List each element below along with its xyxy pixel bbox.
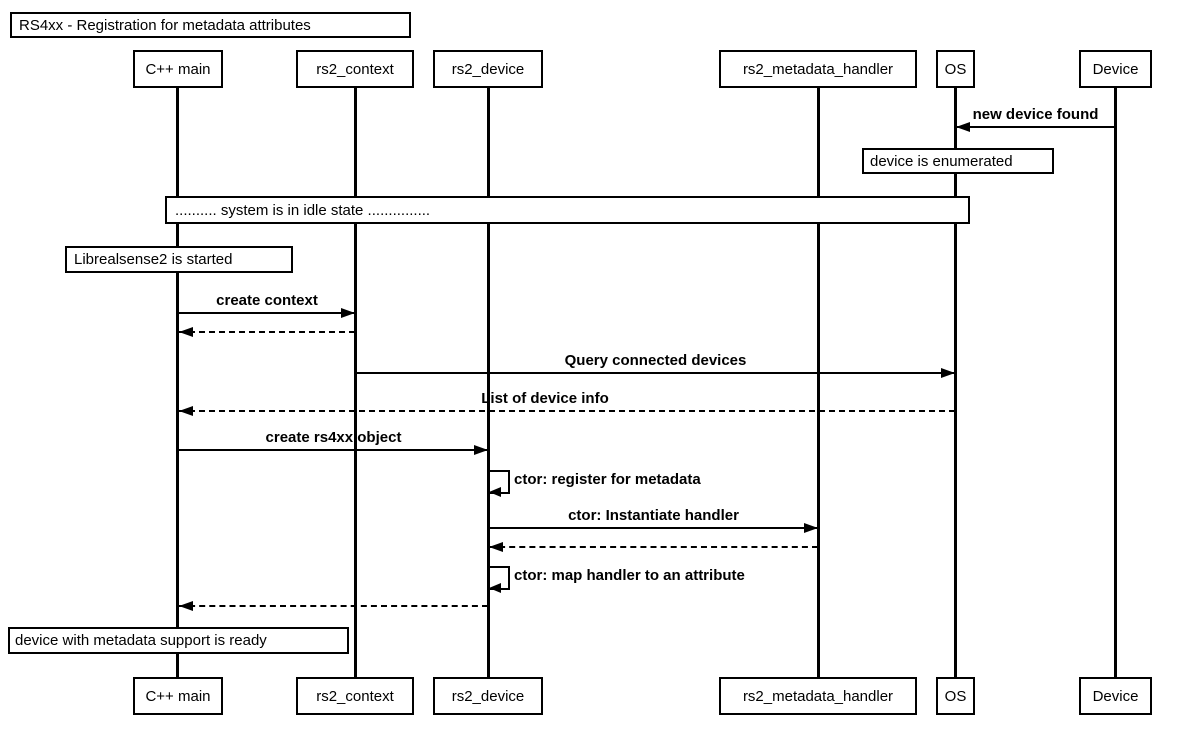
lifeline-device [1114,88,1117,677]
participant-label: Device [1092,60,1139,78]
participant-top-os: OS [936,50,975,88]
message-ctor-instantiate-handler-line [489,527,818,529]
arrowhead-icon [474,445,488,455]
participant-label: C++ main [145,60,211,78]
message-label-ctor-instantiate-handler: ctor: Instantiate handler [568,507,739,524]
message-return-device-ready-line [179,605,488,607]
message-return-handler-line [489,546,818,548]
message-list-of-device-info-line [179,410,955,412]
message-label-ctor-map-handler-to-attribute: ctor: map handler to an attribute [514,567,745,584]
arrowhead-icon [179,406,193,416]
arrowhead-icon [489,542,503,552]
participant-label: C++ main [145,687,211,705]
message-label-query-connected-devices: Query connected devices [564,352,747,369]
message-label-create-context: create context [216,292,318,309]
message-label-ctor-register-for-metadata: ctor: register for metadata [514,471,701,488]
note-idle-state: .......... system is in idle state .....… [165,196,970,224]
participant-label: OS [944,687,967,705]
arrowhead-icon [179,327,193,337]
participant-top-cpp-main: C++ main [133,50,223,88]
arrowhead-icon [489,583,501,593]
lifeline-cpp-main [176,88,179,677]
participant-bottom-rs2-context: rs2_context [296,677,414,715]
arrowhead-icon [941,368,955,378]
participant-label: Device [1092,687,1139,705]
participant-bottom-os: OS [936,677,975,715]
participant-bottom-rs2-device: rs2_device [433,677,543,715]
diagram-title-text: RS4xx - Registration for metadata attrib… [19,16,311,34]
note-device-enumerated: device is enumerated [862,148,1054,174]
participant-label: rs2_metadata_handler [742,687,894,705]
message-query-connected-devices-line [356,372,955,374]
message-create-context-line [179,312,355,314]
participant-label: rs2_context [316,60,394,78]
participant-top-rs2-context: rs2_context [296,50,414,88]
message-return-context-line [179,331,355,333]
lifeline-os [954,88,957,677]
participant-label: rs2_metadata_handler [742,60,894,78]
message-label-create-rs4xx-object: create rs4xx object [265,429,402,446]
arrowhead-icon [341,308,355,318]
lifeline-rs2-context [354,88,357,677]
note-idle-state-text: .......... system is in idle state .....… [175,201,431,219]
participant-label: rs2_context [316,687,394,705]
participant-label: rs2_device [451,687,525,705]
message-label-list-of-device-info: List of device info [481,390,609,407]
arrowhead-icon [804,523,818,533]
arrowhead-icon [489,487,501,497]
arrowhead-icon [956,122,970,132]
participant-bottom-cpp-main: C++ main [133,677,223,715]
lifeline-rs2-metadata-handler [817,88,820,677]
note-librealsense-started: Librealsense2 is started [65,246,293,273]
note-device-ready-text: device with metadata support is ready [15,632,267,649]
participant-bottom-rs2-metadata-handler: rs2_metadata_handler [719,677,917,715]
diagram-title: RS4xx - Registration for metadata attrib… [10,12,411,38]
message-create-rs4xx-object-line [179,449,488,451]
message-new-device-found-line [956,126,1115,128]
lifeline-rs2-device [487,88,490,677]
note-device-enumerated-text: device is enumerated [870,152,1013,170]
participant-top-rs2-device: rs2_device [433,50,543,88]
note-device-ready: device with metadata support is ready [8,627,349,654]
participant-label: OS [944,60,967,78]
participant-label: rs2_device [451,60,525,78]
arrowhead-icon [179,601,193,611]
participant-top-rs2-metadata-handler: rs2_metadata_handler [719,50,917,88]
participant-top-device: Device [1079,50,1152,88]
message-label-new-device-found: new device found [972,106,1099,123]
participant-bottom-device: Device [1079,677,1152,715]
note-librealsense-started-text: Librealsense2 is started [74,251,233,268]
